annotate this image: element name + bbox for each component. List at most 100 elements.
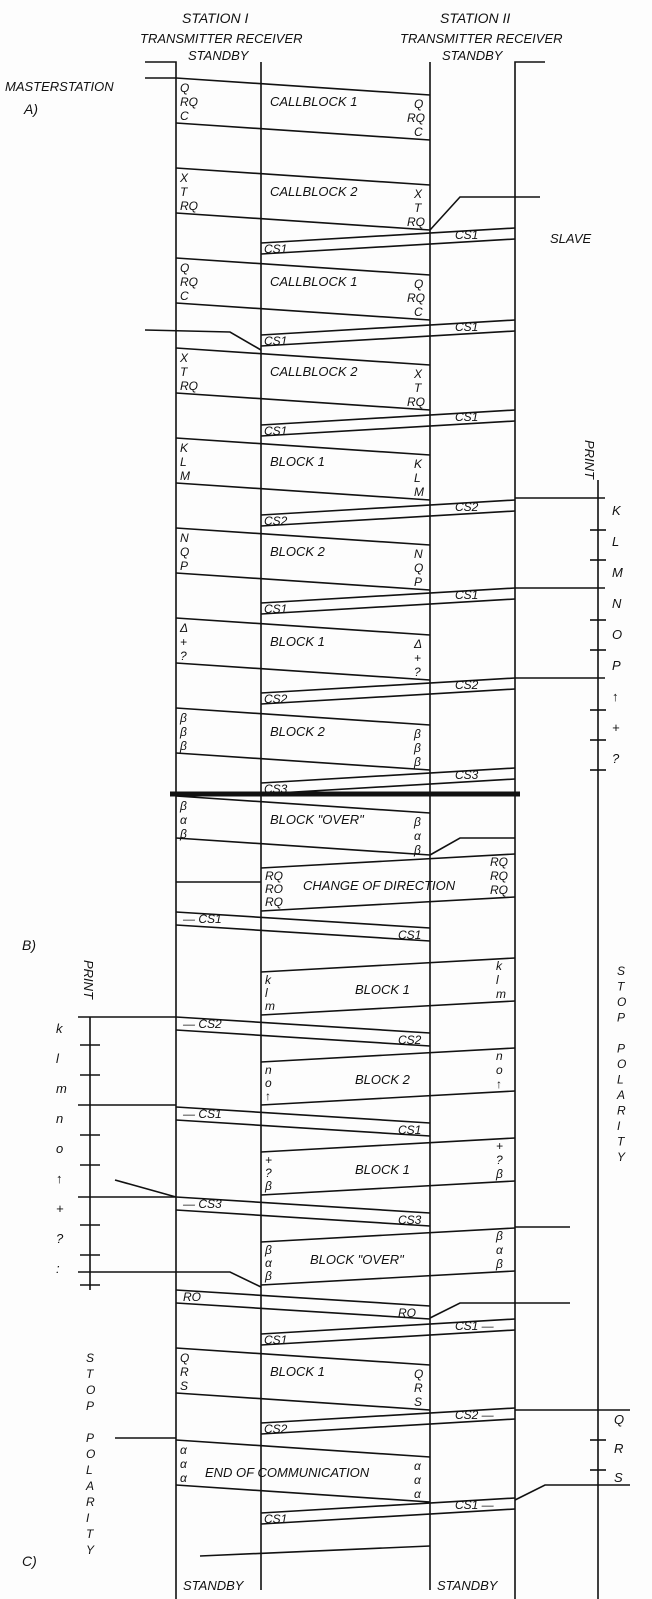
- block-char-right: +: [496, 1139, 503, 1153]
- block-char-left: +: [180, 635, 187, 649]
- block-frame-bottom: [175, 1392, 431, 1411]
- block-char-right: α: [414, 829, 422, 843]
- stop-polarity-left: P: [86, 1399, 94, 1413]
- ack-frame-bottom: [260, 510, 516, 527]
- ack-label-left: — CS2: [182, 1017, 222, 1031]
- block-char-right: β: [413, 741, 421, 755]
- stop-polarity-left: S: [86, 1351, 94, 1365]
- station2-standby-label: STANDBY: [442, 48, 504, 63]
- slave-label: SLAVE: [550, 231, 592, 246]
- stop-polarity-right: A: [616, 1088, 625, 1102]
- block-char-left: K: [180, 441, 189, 455]
- print-char: Q: [614, 1412, 624, 1427]
- block-char-right: L: [414, 471, 421, 485]
- block-char-right: Δ: [413, 637, 422, 651]
- block-frame-top: [175, 795, 431, 814]
- block-char-left: L: [180, 455, 187, 469]
- print-char: l: [56, 1051, 60, 1066]
- station2-title: STATION II: [440, 10, 510, 26]
- block-char-left: α: [180, 813, 188, 827]
- standby-bottom1-label: STANDBY: [183, 1578, 245, 1593]
- block-char-right: C: [414, 305, 423, 319]
- block-char-right: RQ: [407, 291, 425, 305]
- block-char-left: β: [179, 725, 187, 739]
- ack-label-right: CS1: [455, 228, 478, 242]
- block-name: BLOCK "OVER": [270, 812, 365, 827]
- stop-polarity-left: A: [85, 1479, 94, 1493]
- block-name: BLOCK 2: [355, 1072, 411, 1087]
- block-char-left: S: [180, 1379, 188, 1393]
- block-frame-top: [175, 77, 431, 96]
- ack-frame-bottom: [260, 330, 516, 347]
- block-frame-top: [260, 1137, 516, 1153]
- print-char: N: [612, 596, 622, 611]
- station1-transmitter-lane: [145, 61, 177, 1599]
- block-char-left: M: [180, 469, 190, 483]
- block-char-left: RQ: [180, 275, 198, 289]
- block-char-right: RQ: [490, 883, 508, 897]
- block-frame-bottom: [175, 662, 431, 681]
- station2-receiver-lane: [514, 61, 545, 1599]
- print-char: o: [56, 1141, 63, 1156]
- block-name: BLOCK 1: [270, 1364, 325, 1379]
- block-char-left: T: [180, 185, 189, 199]
- block-char-left: P: [180, 559, 188, 573]
- block-char-left: β: [179, 739, 187, 753]
- stop-polarity-right: P: [617, 1011, 625, 1025]
- block-char-right: ?: [414, 665, 421, 679]
- block-frame-bottom: [175, 1484, 431, 1503]
- station1-tr-label: TRANSMITTER RECEIVER: [140, 31, 303, 46]
- ack-label-left: — CS1: [182, 1107, 222, 1121]
- print-char: +: [612, 720, 620, 735]
- block-char-right: n: [496, 1049, 503, 1063]
- block-frame-bottom: [175, 482, 431, 501]
- section-c-label: C): [22, 1553, 37, 1569]
- block-frame-top: [260, 853, 516, 869]
- ack-frame-top: [260, 1318, 516, 1335]
- block-char-left: β: [264, 1269, 272, 1283]
- block-char-right: T: [414, 381, 423, 395]
- block-name: BLOCK 1: [270, 634, 325, 649]
- block-char-left: β: [179, 711, 187, 725]
- block-char-left: Q: [180, 81, 189, 95]
- connector-line: [514, 1484, 630, 1501]
- block-char-right: X: [413, 367, 423, 381]
- block-frame-top: [175, 167, 431, 186]
- block-char-right: RQ: [407, 395, 425, 409]
- block-char-left: RQ: [180, 199, 198, 213]
- stop-polarity-left: Y: [86, 1543, 95, 1557]
- ack-frame-bottom: [175, 924, 431, 942]
- block-frame-bottom: [175, 837, 431, 856]
- block-char-left: Q: [180, 1351, 189, 1365]
- stop-polarity-right: R: [617, 1104, 626, 1118]
- section-b-label: B): [22, 937, 36, 953]
- ack-frame-bottom: [260, 1418, 516, 1435]
- block-frame-bottom: [175, 392, 431, 411]
- block-name: BLOCK 1: [355, 982, 410, 997]
- block-char-right: +: [414, 651, 421, 665]
- block-char-left: Δ: [179, 621, 188, 635]
- block-name: CALLBLOCK 2: [270, 184, 358, 199]
- ack-label-right: CS2: [398, 1033, 422, 1047]
- block-char-right: β: [495, 1167, 503, 1181]
- master-connector-line: [144, 329, 262, 351]
- block-frame-top: [175, 347, 431, 366]
- block-char-right: β: [413, 727, 421, 741]
- block-char-left: ?: [180, 649, 187, 663]
- connector-line: [114, 1179, 177, 1198]
- block-frame-bottom: [260, 1090, 516, 1106]
- station2-tr-label: TRANSMITTER RECEIVER: [400, 31, 563, 46]
- ack-label-right: CS2: [455, 500, 479, 514]
- ack-label-left: — CS3: [182, 1197, 222, 1211]
- block-char-right: Q: [414, 97, 423, 111]
- block-char-left: β: [179, 799, 187, 813]
- block-char-left: Q: [180, 261, 189, 275]
- masterstation-label: MASTERSTATION: [5, 79, 114, 94]
- block-char-right: m: [496, 987, 506, 1001]
- print-char: :: [56, 1261, 60, 1276]
- block-name: CALLBLOCK 2: [270, 364, 358, 379]
- block-name: BLOCK 2: [270, 724, 326, 739]
- ack-frame-bottom: [260, 1508, 516, 1525]
- ack-frame-top: [175, 1196, 431, 1214]
- slave-switch-line: [429, 196, 540, 231]
